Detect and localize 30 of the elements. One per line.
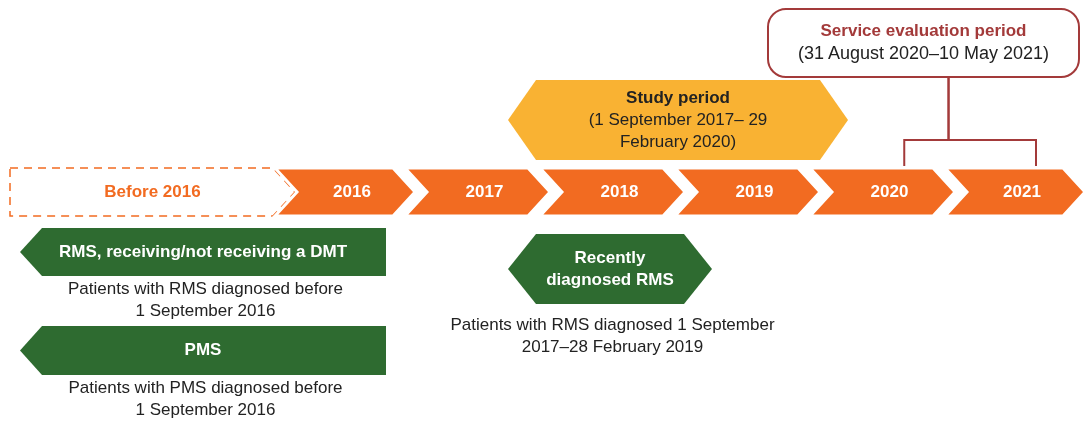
caption-text: Patients with PMS diagnosed before 1 September 2016 bbox=[67, 377, 344, 422]
rounded-callout-box bbox=[767, 8, 1080, 78]
year-label: 2019 bbox=[735, 180, 774, 203]
year-label: 2017 bbox=[465, 180, 504, 203]
timeline-year-segment bbox=[810, 168, 955, 216]
period-hexagon bbox=[508, 234, 712, 304]
year-label: 2018 bbox=[600, 180, 639, 203]
left-pointing-banner bbox=[20, 326, 386, 375]
timeline-year-segment bbox=[675, 168, 820, 216]
heading-text: Service evaluation period bbox=[820, 20, 1027, 43]
left-pointing-banner bbox=[20, 228, 386, 276]
caption-text: Patients with RMS diagnosed 1 September 2017–28 February 2019 bbox=[449, 314, 776, 359]
period-hexagon bbox=[508, 80, 848, 160]
heading-text: RMS, receiving/not receiving a DMT bbox=[58, 240, 348, 263]
year-label: 2020 bbox=[870, 180, 909, 203]
timeline-year-segment bbox=[945, 168, 1085, 216]
timeline-year-segment bbox=[405, 168, 550, 216]
year-label: 2021 bbox=[1003, 180, 1041, 203]
year-label: Before 2016 bbox=[104, 180, 201, 203]
heading-text: PMS bbox=[184, 339, 222, 362]
timeline-year-segment bbox=[275, 168, 415, 216]
year-label: 2016 bbox=[333, 180, 371, 203]
timeline-year-segment bbox=[540, 168, 685, 216]
bracket-connector bbox=[947, 77, 1037, 167]
period-dates: (1 September 2017– 29 February 2020) bbox=[587, 108, 769, 154]
caption-text: Patients with RMS diagnosed before 1 September 2016 bbox=[67, 278, 344, 323]
heading-text: Study period bbox=[626, 86, 730, 109]
dashed-timeline-segment bbox=[10, 168, 295, 216]
period-dates: (31 August 2020–10 May 2021) bbox=[797, 42, 1050, 66]
heading-text: Recently diagnosed RMS bbox=[545, 246, 675, 291]
